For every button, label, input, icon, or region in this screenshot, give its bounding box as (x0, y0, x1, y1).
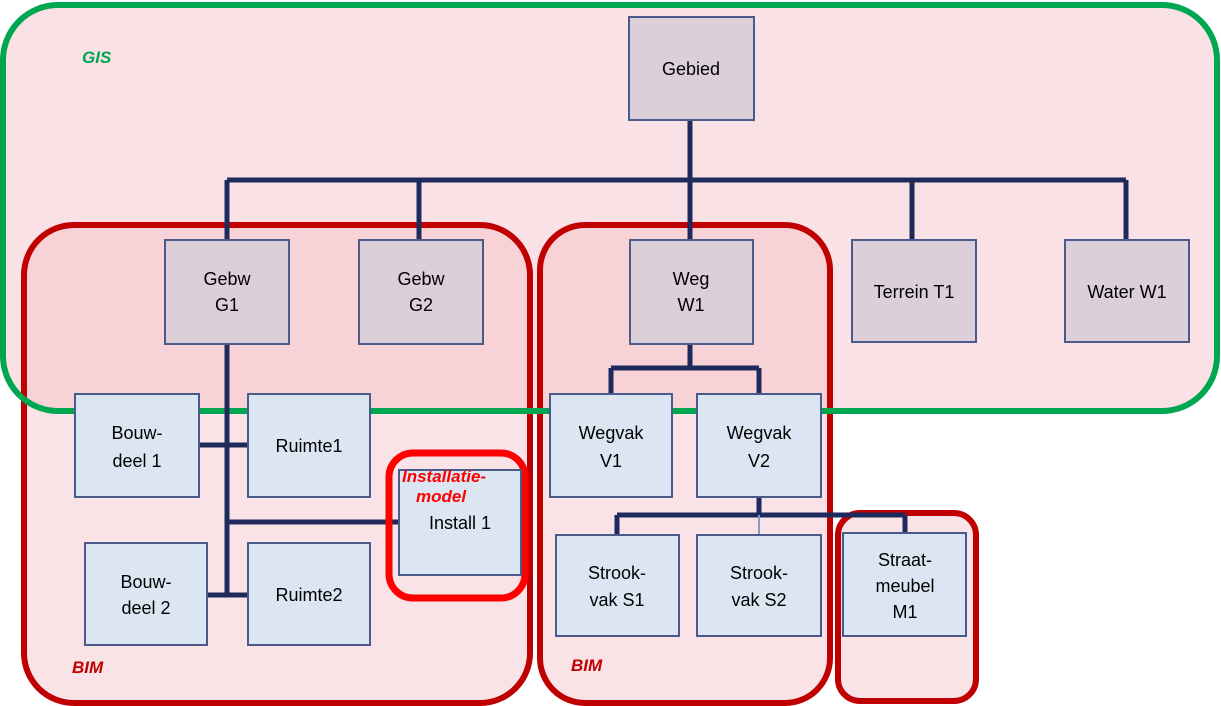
node-weg-w1-label-1: Weg (673, 269, 710, 289)
node-ruimte1-label: Ruimte1 (275, 436, 342, 456)
node-wegvak-v2[interactable]: Wegvak V2 (696, 393, 822, 498)
node-straatmeubel-m1-label-1: Straat- (878, 550, 932, 570)
node-strookvak-s2[interactable]: Strook- vak S2 (696, 534, 822, 637)
m1-region (835, 510, 979, 704)
node-wegvak-v2-label-1: Wegvak (727, 423, 793, 443)
node-strookvak-s1-label-1: Strook- (588, 563, 646, 583)
connectors (199, 120, 1129, 598)
node-gebied-label: Gebied (662, 59, 720, 79)
node-wegvak-v1-label-1: Wegvak (579, 423, 645, 443)
node-install-1[interactable]: Install 1 (398, 469, 522, 576)
node-terrein-t1[interactable]: Terrein T1 (851, 239, 977, 343)
node-bouwdeel-2-label-2: deel 2 (121, 598, 170, 618)
node-bouwdeel-1-label-2: deel 1 (112, 451, 161, 471)
node-strookvak-s2-label-1: Strook- (730, 563, 788, 583)
node-strookvak-s2-label-2: vak S2 (731, 590, 786, 610)
installatie-model-region (385, 449, 529, 602)
node-bouwdeel-2-label-1: Bouw- (120, 572, 171, 592)
bim-left-region-label: BIM (72, 658, 104, 677)
node-wegvak-v1-label-2: V1 (600, 451, 622, 471)
bim-mid-region-label: BIM (571, 656, 603, 675)
node-bouwdeel-2[interactable]: Bouw- deel 2 (84, 542, 208, 646)
installatie-model-label-1: Installatie- (402, 467, 486, 486)
gis-region-fill (3, 5, 1217, 411)
node-straatmeubel-m1-label-2: meubel (875, 576, 934, 596)
node-bouwdeel-1-label-1: Bouw- (111, 423, 162, 443)
node-wegvak-v1[interactable]: Wegvak V1 (549, 393, 673, 498)
bim-mid-region (537, 222, 833, 706)
node-install-1-label: Install 1 (429, 513, 491, 533)
node-terrein-t1-label: Terrein T1 (874, 282, 955, 302)
node-gebw-g1[interactable]: Gebw G1 (164, 239, 290, 345)
node-bouwdeel-1[interactable]: Bouw- deel 1 (74, 393, 200, 498)
node-ruimte1[interactable]: Ruimte1 (247, 393, 371, 498)
node-straatmeubel-m1-label-3: M1 (892, 602, 917, 622)
node-gebw-g1-label-2: G1 (215, 295, 239, 315)
node-weg-w1[interactable]: Weg W1 (629, 239, 754, 345)
node-weg-w1-label-2: W1 (678, 295, 705, 315)
node-ruimte2-label: Ruimte2 (275, 585, 342, 605)
node-straatmeubel-m1[interactable]: Straat- meubel M1 (842, 532, 967, 637)
node-gebw-g2-label-1: Gebw (397, 269, 445, 289)
node-gebw-g2[interactable]: Gebw G2 (358, 239, 484, 345)
node-gebw-g1-label-1: Gebw (203, 269, 251, 289)
node-gebied[interactable]: Gebied (628, 16, 755, 121)
installatie-model-label-2: model (416, 487, 467, 506)
node-gebw-g2-label-2: G2 (409, 295, 433, 315)
node-strookvak-s1[interactable]: Strook- vak S1 (555, 534, 680, 637)
node-water-w1-label: Water W1 (1087, 282, 1166, 302)
node-wegvak-v2-label-2: V2 (748, 451, 770, 471)
node-ruimte2[interactable]: Ruimte2 (247, 542, 371, 646)
bim-left-region (21, 222, 533, 706)
node-strookvak-s1-label-2: vak S1 (589, 590, 644, 610)
gis-region-label: GIS (82, 48, 112, 67)
node-water-w1[interactable]: Water W1 (1064, 239, 1190, 343)
